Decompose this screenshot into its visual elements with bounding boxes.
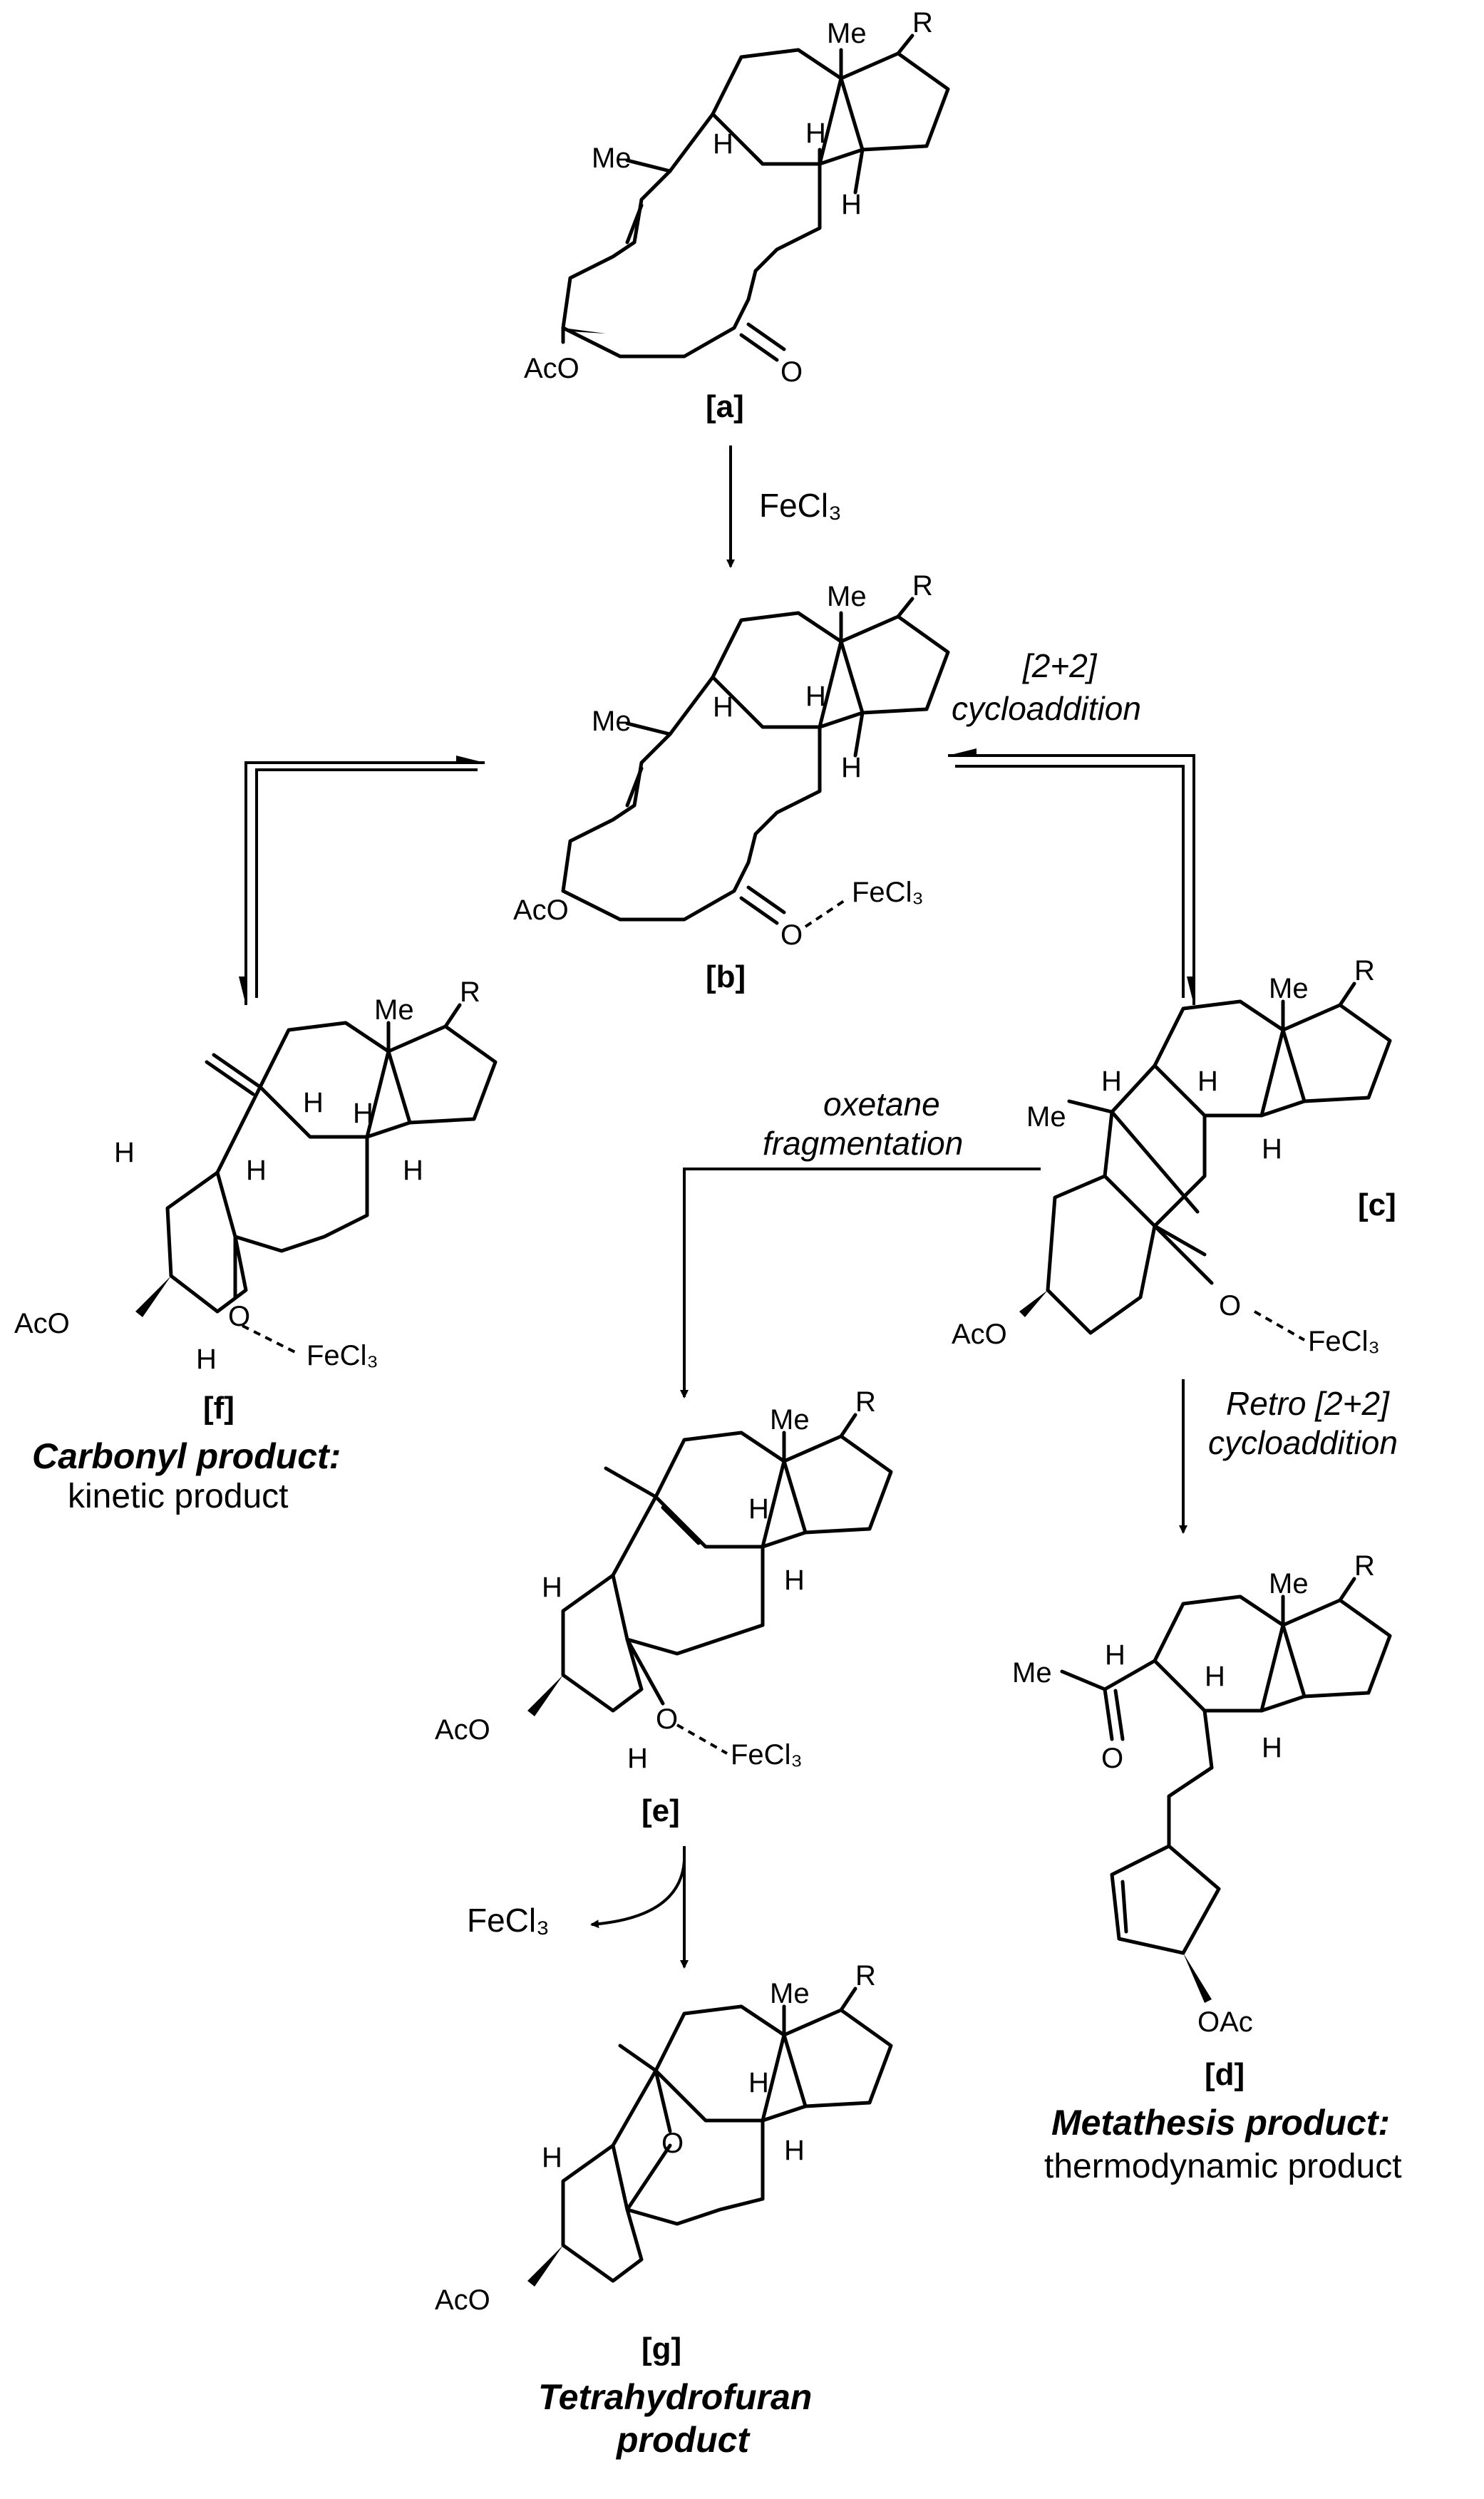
arrow-c-to-e [680,1168,1041,1398]
compound-e-label: [e] [641,1793,680,1828]
d-oac-label: OAc [1197,2006,1253,2038]
e-h2-label: H [784,1565,805,1596]
e-r-label: R [855,1386,876,1418]
b-fecl3-label: FeCl₃ [852,877,924,908]
f-aco-label: AcO [14,1308,70,1339]
condition-cyclo-line1: [2+2] [1022,647,1098,684]
g-h3-label: H [542,2142,562,2173]
g-h2-label: H [784,2135,805,2166]
d-h1-label: H [1105,1639,1125,1671]
f-h4-label: H [403,1155,423,1186]
b-o-label: O [780,919,803,951]
d-me-label: Me [1269,1568,1309,1599]
d-me2-label: Me [1012,1657,1052,1689]
compound-c-label: [c] [1358,1187,1396,1222]
d-r-label: R [1354,1550,1375,1582]
c-me-label: Me [1269,973,1309,1004]
compound-e-structure [527,1413,893,1716]
c-aco-label: AcO [952,1319,1007,1350]
c-me2-label: Me [1026,1101,1066,1133]
c-h1-label: H [1101,1066,1122,1097]
c-r-label: R [1354,955,1375,986]
a-h2-label: H [805,118,826,149]
condition-fecl3: FeCl₃ [759,487,842,524]
e-aco-label: AcO [435,1714,490,1746]
condition-retro-line2: cycloaddition [1208,1424,1398,1461]
condition-cyclo-line2: cycloaddition [952,690,1141,727]
b-h1-label: H [713,691,733,723]
condition-fecl3-loss: FeCl₃ [467,1902,550,1939]
equilibrium-b-c [948,748,1195,1005]
b-me2-label: Me [592,706,632,737]
b-me-label: Me [827,581,867,612]
g-aco-label: AcO [435,2284,490,2316]
compound-f-structure [135,1003,498,1317]
d-h3-label: H [1262,1732,1282,1763]
a-o-label: O [780,356,803,388]
compound-c-structure [1019,981,1392,1335]
compound-d-structure [1060,1577,1392,2003]
e-h4-label: H [627,1743,648,1774]
b-h2-label: H [805,681,826,712]
c-fecl3-label: FeCl₃ [1308,1326,1380,1357]
caption-f-bold: Carbonyl product: [32,1436,341,1476]
condition-retro-line1: Retro [2+2] [1226,1385,1390,1422]
caption-d-normal: thermodynamic product [1044,2148,1402,2185]
b-aco-label: AcO [513,895,569,926]
g-me-label: Me [770,1978,810,2009]
f-r-label: R [460,977,480,1008]
b-coordination-bond [804,897,850,928]
b-h3-label: H [841,752,862,783]
compound-b-label: [b] [706,959,746,994]
g-h1-label: H [748,2067,769,2098]
compound-d-label: [d] [1205,2057,1245,2092]
arrow-fecl3-loss [590,1860,686,1929]
f-fecl3-label: FeCl₃ [306,1340,378,1371]
compound-b-structure [561,597,950,925]
caption-g-bold-line1: Tetrahydrofuran [538,2377,812,2417]
condition-oxetane-line2: fragmentation [763,1125,963,1162]
caption-g-bold-line2: product [615,2420,751,2460]
d-h2-label: H [1205,1661,1225,1692]
e-coordination-bond [676,1723,728,1755]
c-coordination-bond [1254,1310,1305,1341]
g-r-label: R [855,1960,876,1992]
condition-oxetane-line1: oxetane [823,1086,940,1123]
a-h1-label: H [713,128,733,160]
f-h5-label: H [114,1137,135,1168]
f-me-label: Me [374,994,414,1026]
f-coordination-bond [242,1324,300,1356]
a-h3-label: H [841,189,862,220]
f-h3-label: H [246,1155,267,1186]
a-r-label: R [912,7,933,38]
e-o-label: O [656,1704,678,1735]
e-me-label: Me [770,1404,810,1436]
f-h6-label: H [196,1344,217,1375]
e-fecl3-label: FeCl₃ [731,1739,803,1771]
f-o-label: O [228,1301,250,1332]
compound-a-label: [a] [706,389,744,424]
f-h1-label: H [303,1087,324,1118]
e-h1-label: H [748,1493,769,1525]
f-h2-label: H [353,1098,373,1129]
a-aco-label: AcO [524,353,579,384]
g-o-label: O [661,2128,684,2159]
compound-a-structure [561,34,950,362]
c-h2-label: H [1197,1066,1218,1097]
caption-d-bold: Metathesis product: [1051,2103,1390,2143]
b-r-label: R [912,570,933,602]
e-h3-label: H [542,1572,562,1603]
compound-g-structure [527,1987,893,2287]
compound-g-label: [g] [641,2331,681,2366]
caption-f-normal: kinetic product [68,1478,289,1515]
a-me2-label: Me [592,143,632,174]
equilibrium-b-f [239,756,485,1005]
c-o-label: O [1219,1290,1241,1321]
c-h3-label: H [1262,1133,1282,1165]
d-o-label: O [1101,1743,1123,1774]
compound-f-label: [f] [203,1391,235,1426]
a-me-label: Me [827,18,867,49]
